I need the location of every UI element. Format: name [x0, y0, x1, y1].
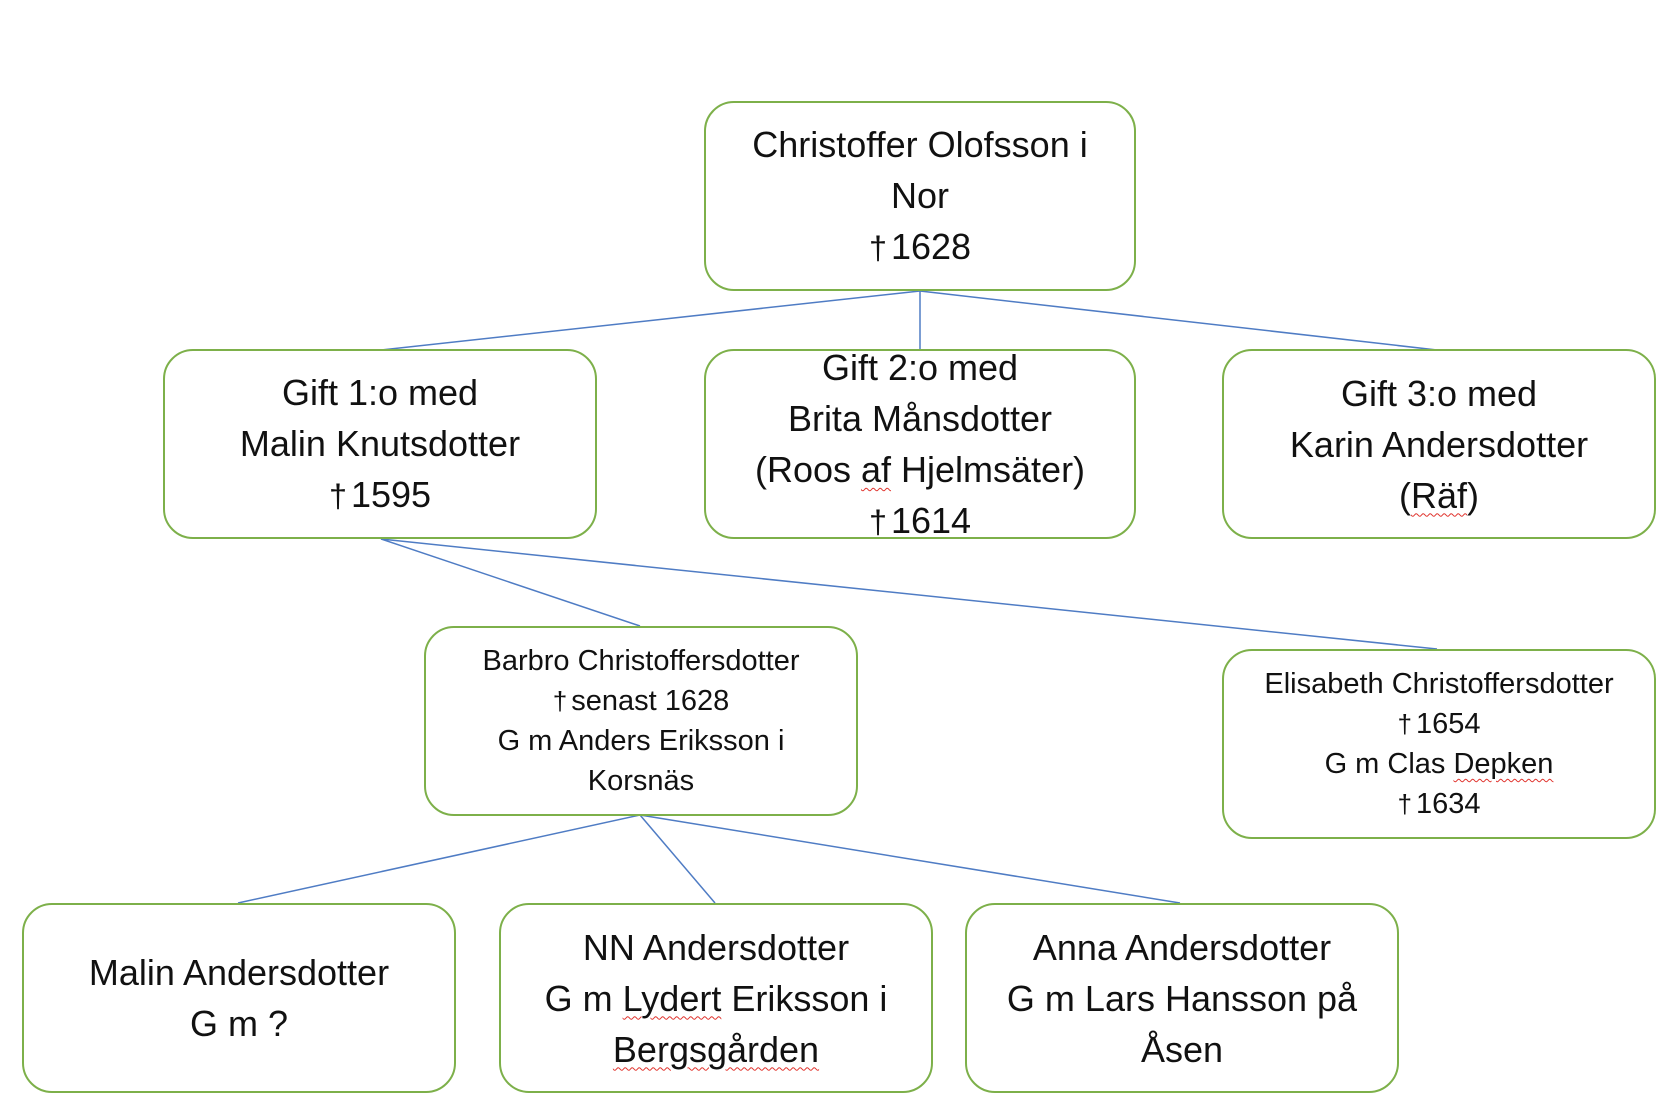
connector-barbro-nn	[639, 814, 716, 904]
text-segment: )	[1467, 474, 1480, 516]
grandchild-anna-name: Anna Andersdotter	[1032, 926, 1332, 968]
child-barbro-spouse-line1: G m Anders Eriksson i	[497, 725, 785, 757]
text-segment: (	[1398, 474, 1411, 516]
child-elisabeth-death-line: †1654	[1397, 704, 1480, 744]
child-elisabeth-death: 1654	[1416, 708, 1481, 740]
text-segment: Hjelmsäter)	[891, 449, 1086, 490]
child-barbro-death: senast 1628	[571, 685, 730, 717]
marriage-2-spouse: Brita Månsdotter	[787, 398, 1053, 439]
marriage-3-spouse: Karin Andersdotter	[1289, 423, 1589, 465]
spellcheck-underlined-word: Bergsgården	[612, 1028, 820, 1070]
grandchild-nn-place: Bergsgården	[613, 1024, 819, 1075]
child-elisabeth-spouse-death: 1634	[1416, 788, 1481, 820]
child-elisabeth-spouse-death-line: †1634	[1397, 784, 1480, 824]
marriage-2-death-line: †1614	[869, 495, 971, 548]
child-barbro-name: Barbro Christoffersdotter	[482, 645, 800, 677]
marriage-1-box: Gift 1:o med Malin Knutsdotter †1595	[163, 349, 597, 539]
child-elisabeth-name: Elisabeth Christoffersdotter	[1264, 668, 1614, 700]
marriage-1-label: Gift 1:o med	[281, 371, 479, 413]
text-segment: (Roos	[754, 449, 861, 490]
dagger-symbol: †	[868, 504, 887, 540]
child-barbro-spouse-line2: Korsnäs	[587, 765, 695, 797]
dagger-symbol: †	[552, 686, 568, 716]
dagger-symbol: †	[1397, 789, 1412, 819]
marriage-2-box: Gift 2:o med Brita Månsdotter (Roos af H…	[704, 347, 1136, 541]
grandchild-nn-name: NN Andersdotter	[582, 926, 850, 968]
marriage-1-death-line: †1595	[329, 469, 431, 522]
spellcheck-underlined-word: af	[860, 449, 892, 490]
connector-root-marriage-3	[919, 290, 1438, 351]
child-barbro-death-line: †senast 1628	[553, 681, 730, 721]
text-segment: G m Clas	[1324, 748, 1454, 780]
marriage-1-death-year: 1595	[350, 473, 432, 515]
root-name-line2: Nor	[890, 174, 949, 216]
dagger-symbol: †	[328, 477, 347, 514]
marriage-3-box: Gift 3:o med Karin Andersdotter (Räf)	[1222, 349, 1656, 539]
marriage-3-spouse-family: (Räf)	[1399, 470, 1479, 521]
text-segment: G m	[544, 977, 623, 1019]
connector-root-marriage-1	[380, 290, 921, 351]
marriage-2-label: Gift 2:o med	[821, 347, 1019, 388]
grandchild-anna-place: Åsen	[1140, 1028, 1224, 1070]
grandchild-malin-name: Malin Andersdotter	[88, 952, 390, 993]
grandchild-nn-spouse: G m Lydert Eriksson i	[545, 973, 888, 1024]
dagger-symbol: †	[868, 229, 887, 266]
grandchild-malin-spouse: G m ?	[189, 1003, 288, 1044]
text-segment: Eriksson i	[721, 977, 888, 1019]
spellcheck-underlined-word: Räf	[1410, 474, 1468, 516]
child-elisabeth-box: Elisabeth Christoffersdotter †1654 G m C…	[1222, 649, 1656, 839]
marriage-1-spouse: Malin Knutsdotter	[239, 422, 521, 464]
grandchild-anna-spouse: G m Lars Hansson på	[1006, 977, 1358, 1019]
connector-barbro-malin	[237, 814, 641, 904]
root-person-box: Christoffer Olofsson i Nor †1628	[704, 101, 1136, 291]
marriage-2-spouse-family: (Roos af Hjelmsäter)	[755, 444, 1085, 495]
grandchild-anna-box: Anna Andersdotter G m Lars Hansson på Ås…	[965, 903, 1399, 1093]
connector-marriage1-barbro	[380, 538, 641, 627]
spellcheck-underlined-word: Lydert	[622, 977, 722, 1019]
child-elisabeth-spouse: G m Clas Depken	[1325, 744, 1554, 784]
marriage-2-death-year: 1614	[890, 500, 972, 541]
grandchild-malin-box: Malin Andersdotter G m ?	[22, 903, 456, 1093]
root-death-line: †1628	[869, 221, 971, 274]
root-name-line1: Christoffer Olofsson i	[752, 123, 1088, 165]
spellcheck-underlined-word: Depken	[1453, 748, 1554, 780]
marriage-3-label: Gift 3:o med	[1340, 372, 1538, 414]
root-death-year: 1628	[890, 225, 972, 267]
child-barbro-box: Barbro Christoffersdotter †senast 1628 G…	[424, 626, 858, 816]
dagger-symbol: †	[1397, 709, 1412, 739]
connector-barbro-anna	[639, 814, 1181, 904]
grandchild-nn-box: NN Andersdotter G m Lydert Eriksson i Be…	[499, 903, 933, 1093]
connector-marriage1-elisabeth	[380, 538, 1438, 650]
